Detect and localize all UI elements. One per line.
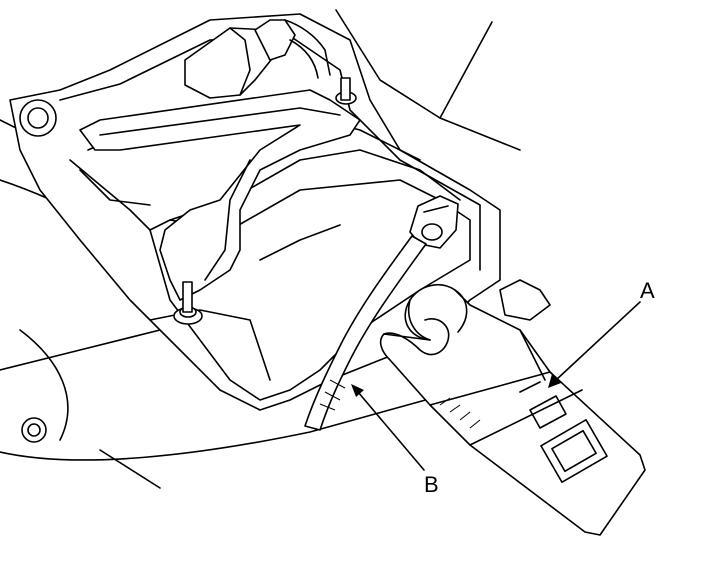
hold-down-bolt-rear	[335, 77, 357, 105]
leader-line-b	[351, 384, 425, 471]
hold-down-bolt-front	[173, 281, 203, 325]
battery-terminal	[409, 195, 459, 249]
callout-label-b: B	[424, 472, 439, 497]
leader-line-a	[548, 301, 641, 388]
battery-cable-b	[304, 235, 427, 431]
callout-label-a: A	[640, 278, 655, 303]
clamp-meter-tester-a	[379, 279, 646, 536]
wiring-connector	[184, 19, 331, 99]
